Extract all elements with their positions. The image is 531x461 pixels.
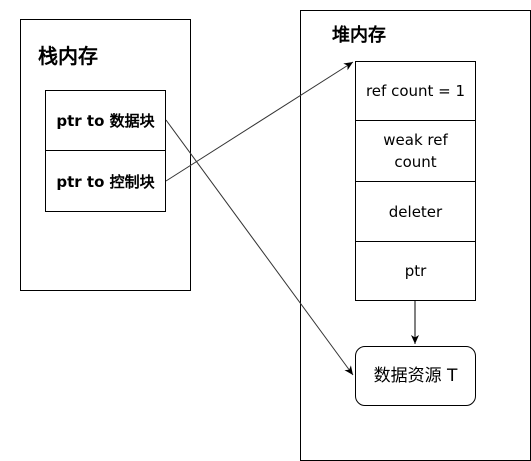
arrow-to-control-block bbox=[165, 61, 354, 182]
ptr-cell: ptr bbox=[404, 262, 427, 280]
stack-pointer-group: ptr to 数据块 ptr to 控制块 bbox=[45, 90, 166, 212]
control-block: ref count = 1 weak ref count deleter ptr bbox=[355, 61, 476, 301]
weak-ref-count-cell: weak ref count bbox=[356, 121, 475, 182]
data-resource-box: 数据资源 T bbox=[355, 346, 476, 406]
stack-memory-title: 栈内存 bbox=[38, 44, 98, 68]
heap-memory-title: 堆内存 bbox=[332, 25, 386, 46]
arrow-to-data-resource bbox=[165, 119, 354, 376]
ref-count-cell: ref count = 1 bbox=[356, 62, 475, 121]
deleter-cell: deleter bbox=[356, 182, 475, 242]
data-pointer-cell: ptr to 数据块 bbox=[46, 91, 165, 151]
control-pointer-cell: ptr to 控制块 bbox=[56, 172, 155, 191]
